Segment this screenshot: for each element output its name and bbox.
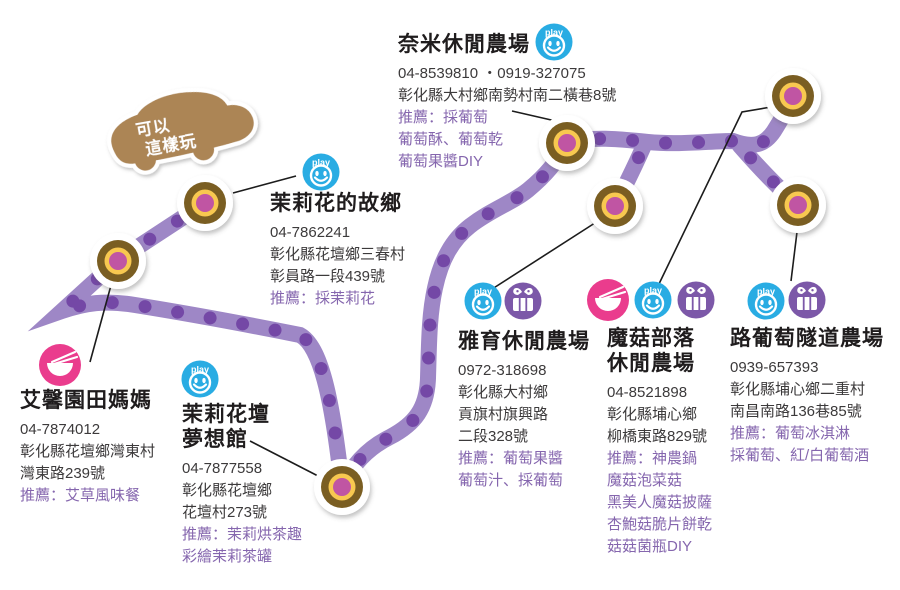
car-text-line1: 可以	[135, 117, 172, 141]
farm-block-jasmine-hometown: 茉莉花的故鄉 04-7862241 彰化縣花壇鄉三春村 彰員路一段439號 推薦…	[270, 191, 405, 310]
farm-phone: 04-8521898	[607, 384, 688, 401]
farm-phone: 0972-318698	[458, 362, 547, 379]
farm-title: 奈米休閒農場	[398, 33, 530, 56]
node-aixin	[90, 233, 146, 289]
farm-recommend: 黑美人魔菇披薩	[607, 494, 713, 511]
food-icon-aixin	[37, 342, 83, 388]
farm-title: 雅育休閒農場	[458, 330, 590, 353]
farm-address: 彰化縣埔心鄉二重村	[730, 381, 866, 398]
farm-phone: 0939-657393	[730, 359, 819, 376]
leader-grape-tunnel	[790, 231, 798, 282]
play-icon-mushroom	[633, 280, 673, 320]
play-icon-jasmine-hometown	[301, 152, 341, 192]
farm-recommend: 葡萄果醬DIY	[398, 153, 484, 170]
farm-block-grape-tunnel: 路葡萄隧道農場 0939-657393 彰化縣埔心鄉二重村 南昌南路136巷85…	[730, 326, 884, 467]
farm-address: 彰化縣大村鄉	[458, 384, 549, 401]
farm-address: 貢旗村旗興路	[458, 406, 549, 423]
node-mushroom	[765, 68, 821, 124]
leader-yayu	[488, 220, 599, 292]
farm-address: 彰化縣花壇鄉灣東村	[20, 443, 156, 460]
gift-icon-yayu	[504, 282, 542, 320]
farm-block-aixin: 艾馨園田媽媽 04-7874012 彰化縣花壇鄉灣東村 灣東路239號 推薦：艾…	[20, 388, 155, 507]
farm-recommend: 菇菇菌瓶DIY	[607, 538, 693, 555]
farm-title: 茉莉花壇	[182, 403, 270, 426]
farm-title: 艾馨園田媽媽	[20, 389, 152, 412]
farm-phone: 04-7862241	[270, 224, 351, 241]
farm-recommend: 推薦：採茉莉花	[270, 290, 376, 307]
food-icon-mushroom	[585, 277, 631, 323]
farm-recommend: 彩繪茉莉茶罐	[182, 548, 273, 565]
farm-phone: 04-8539810 ・0919-327075	[398, 65, 586, 82]
farm-recommend: 推薦：艾草風味餐	[20, 487, 141, 504]
gift-icon-grape-tunnel	[788, 281, 826, 319]
farm-phone: 04-7877558	[182, 460, 263, 477]
farm-recommend: 推薦：茉莉烘茶趣	[182, 526, 303, 543]
leader-mushroom	[657, 106, 772, 287]
farm-title: 魔菇部落	[607, 327, 695, 350]
farm-address: 二段328號	[458, 428, 529, 445]
farm-address: 彰化縣埔心鄉	[607, 406, 698, 423]
play-icon-dream-hall	[180, 359, 220, 399]
leader-dream-hall	[249, 440, 321, 478]
farm-recommend: 葡萄汁、採葡萄	[458, 472, 564, 489]
leader-lines	[89, 106, 798, 478]
gift-icon-mushroom	[677, 281, 715, 319]
farm-block-yayu: 雅育休閒農場 0972-318698 彰化縣大村鄉 貢旗村旗興路 二段328號 …	[458, 329, 590, 492]
farm-recommend: 推薦：採葡萄	[398, 109, 489, 126]
farm-address: 彰員路一段439號	[270, 268, 386, 285]
node-yayu	[587, 178, 643, 234]
node-dream-hall	[314, 459, 370, 515]
car-icon: 可以 這樣玩	[107, 87, 258, 175]
farm-address: 彰化縣花壇鄉	[182, 482, 273, 499]
play-icon-grape-tunnel	[746, 281, 786, 321]
farm-phone: 04-7874012	[20, 421, 101, 438]
farm-recommend: 推薦：葡萄果醬	[458, 450, 564, 467]
farm-address: 南昌南路136巷85號	[730, 403, 862, 420]
farm-address: 彰化縣花壇鄉三春村	[270, 246, 406, 263]
farm-address: 花壇村273號	[182, 504, 268, 521]
farm-recommend: 杏鮑菇脆片餅乾	[607, 516, 713, 533]
play-icon-yayu	[463, 281, 503, 321]
leader-jasmine-hometown	[232, 175, 297, 194]
farm-address: 柳橋東路829號	[607, 428, 708, 445]
node-grape-tunnel	[770, 177, 826, 233]
farm-block-nami: 奈米休閒農場 04-8539810 ・0919-327075 彰化縣大村鄉南勢村…	[398, 32, 616, 173]
farm-recommend: 葡萄酥、葡萄乾	[398, 131, 504, 148]
farm-title: 路葡萄隧道農場	[730, 327, 884, 350]
farm-recommend: 推薦：葡萄冰淇淋	[730, 425, 851, 442]
farm-block-dream-hall: 茉莉花壇 夢想館 04-7877558 彰化縣花壇鄉 花壇村273號 推薦：茉莉…	[182, 402, 302, 568]
farm-block-mushroom: 魔菇部落 休閒農場 04-8521898 彰化縣埔心鄉 柳橋東路829號 推薦：…	[607, 326, 712, 558]
farm-title: 夢想館	[182, 428, 248, 451]
farm-address: 灣東路239號	[20, 465, 106, 482]
farm-title: 茉莉花的故鄉	[270, 192, 402, 215]
farm-recommend: 採葡萄、紅/白葡萄酒	[730, 447, 870, 464]
leader-aixin	[89, 277, 114, 363]
node-jasmine-hometown	[177, 175, 233, 231]
farm-recommend: 推薦：神農鍋	[607, 450, 698, 467]
farm-address: 彰化縣大村鄉南勢村南二橫巷8號	[398, 87, 617, 104]
farm-recommend: 魔菇泡菜菇	[607, 472, 683, 489]
farm-title: 休閒農場	[607, 352, 695, 375]
route-dots	[57, 90, 804, 494]
